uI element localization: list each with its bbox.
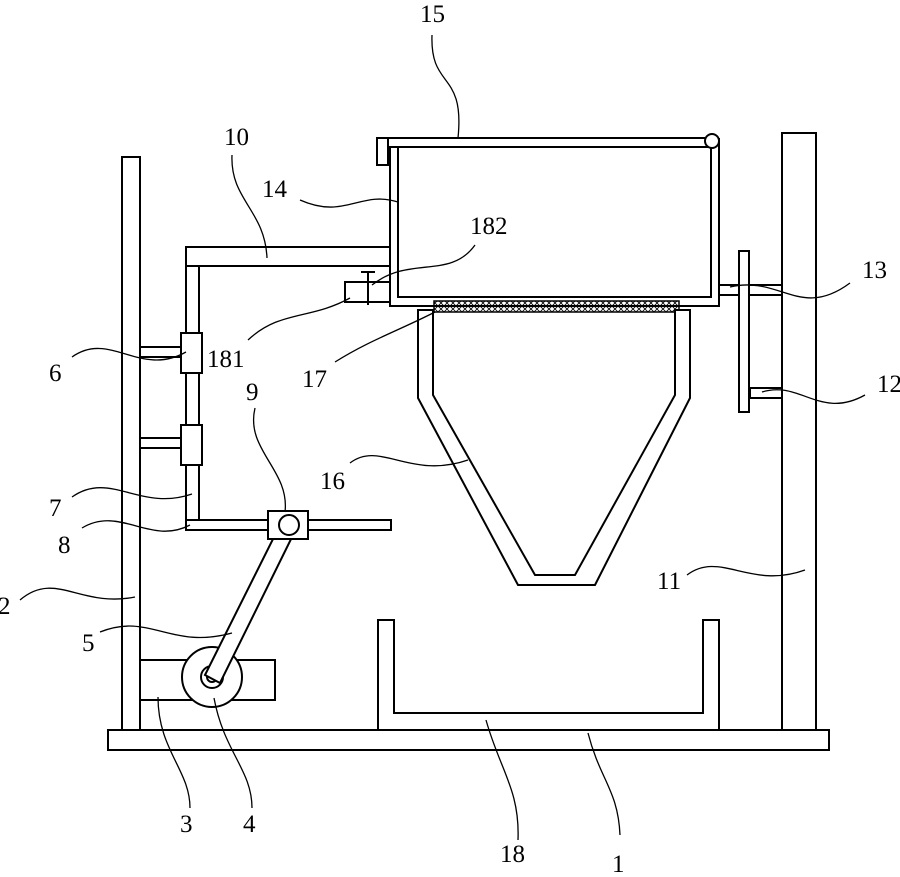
callout-3: 3 [180,811,193,838]
collecting-tray [378,620,719,730]
leader-15 [432,35,459,138]
leader-9 [254,408,286,512]
callout-16: 16 [320,468,345,495]
right-column [782,133,816,730]
callout-18: 18 [500,841,525,868]
pin-joint [268,511,308,539]
top-arm [186,247,390,266]
callout-9: 9 [246,379,259,406]
leader-10 [232,155,267,258]
callout-8: 8 [58,532,71,559]
leader-5 [100,626,232,637]
sieve-box [390,139,719,306]
callout-11: 11 [657,568,681,595]
callout-7: 7 [49,495,62,522]
callout-4: 4 [243,811,256,838]
callout-14: 14 [262,176,288,203]
vertical-slide-rod [186,250,199,520]
leader-2 [20,588,135,600]
callout-10: 10 [224,124,249,151]
callout-182: 182 [470,213,508,240]
base-plate [108,730,829,750]
leader-181 [248,298,350,340]
leader-4 [214,698,252,808]
leader-14 [300,199,398,207]
left-column [122,157,140,730]
callout-17: 17 [302,366,327,393]
connecting-rod [205,521,296,683]
callout-1: 1 [612,851,625,877]
callout-2: 2 [0,593,11,620]
callout-6: 6 [49,360,62,387]
callout-12: 12 [877,371,900,398]
lid-hinge [705,134,719,148]
callout-15: 15 [420,1,445,28]
box-lid [377,138,713,147]
shaft-bracket [716,251,782,412]
callout-5: 5 [82,630,95,657]
callout-181: 181 [207,346,245,373]
leader-3 [158,697,190,808]
lid-stop [377,138,388,165]
callout-13: 13 [862,257,887,284]
hopper [418,310,690,585]
screen-mesh [434,301,679,312]
